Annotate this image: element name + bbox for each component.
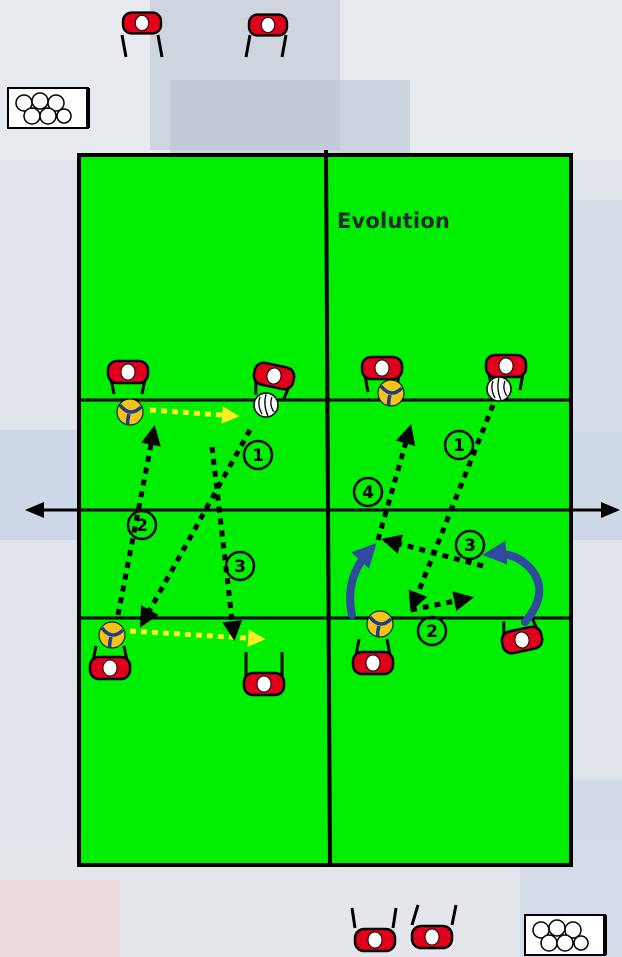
step-label: 2 [426,622,438,642]
step-label: 2 [136,516,148,536]
step-label: 1 [453,436,465,456]
ball-cart-icon [525,915,605,955]
step-label: 1 [252,446,264,466]
ball-cart-icon [8,88,88,128]
player-cone-icon [352,908,396,951]
volleyball-icon [378,380,404,406]
player-cone-icon [246,15,287,57]
white-ball-icon [487,377,511,401]
player-cone-icon [412,905,456,948]
step-label: 4 [362,483,374,503]
step-label: 3 [464,536,476,556]
volleyball-icon [367,611,393,637]
player-cone-icon [122,13,162,57]
volleyball-icon [99,622,125,648]
net-right-arrowhead [601,502,620,518]
volleyball-icon [117,399,143,425]
step-label: 3 [234,557,246,577]
net-left-arrowhead [25,502,44,518]
diagram-title: Evolution [337,209,450,233]
white-ball-icon [254,393,278,417]
